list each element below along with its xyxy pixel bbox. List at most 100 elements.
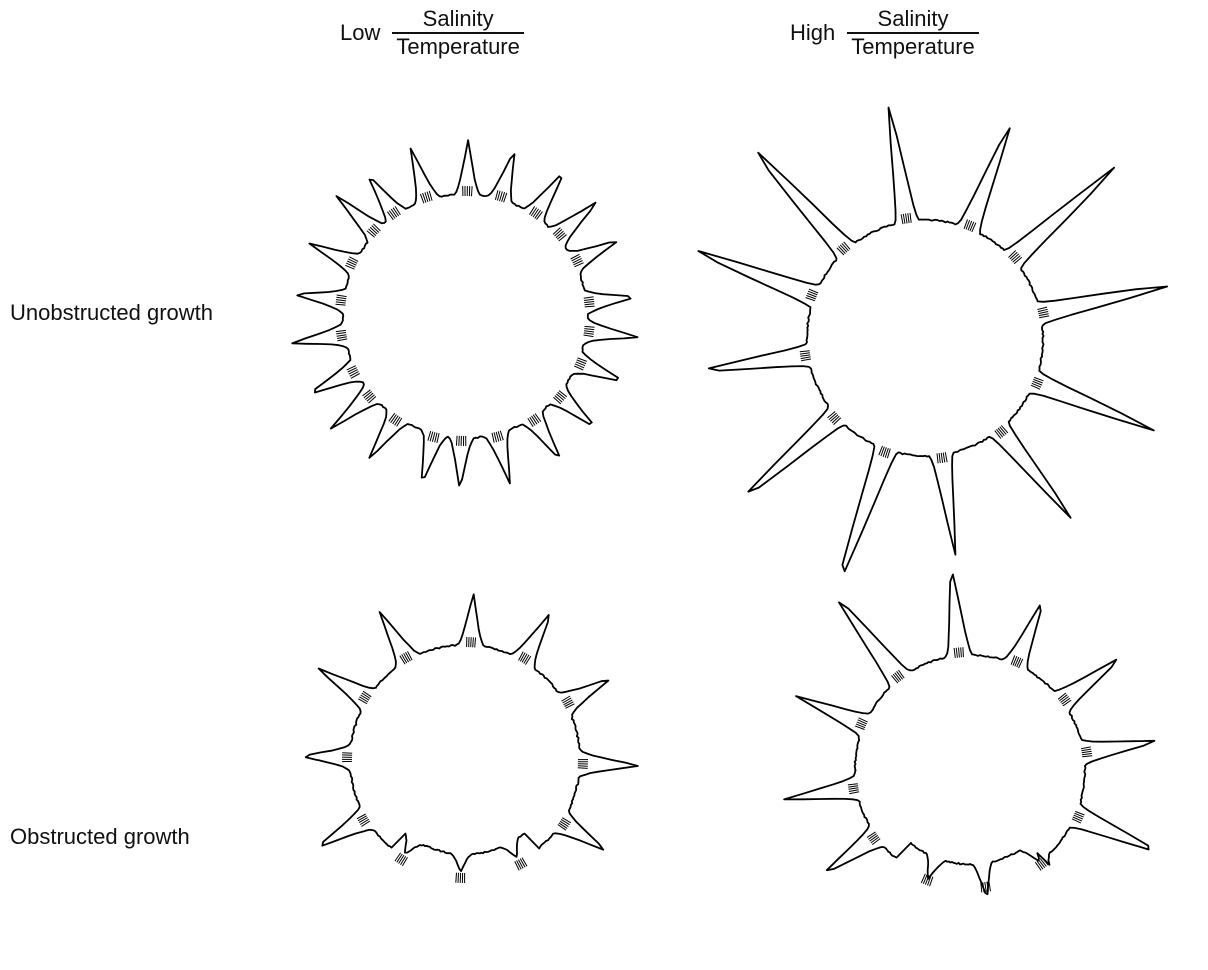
organism-low-obstructed <box>306 594 638 883</box>
spine-base-hatch <box>906 214 908 224</box>
spine-base-hatch <box>473 637 474 647</box>
spine-base-hatch <box>849 790 859 792</box>
spine-base-hatch <box>524 655 529 664</box>
spine-base-hatch <box>1039 314 1049 316</box>
spine-base-hatch <box>1039 316 1049 318</box>
spine-base-hatch <box>533 415 539 423</box>
spine-base-hatch <box>357 814 366 819</box>
spine-base-hatch <box>566 704 575 709</box>
spine-base-hatch <box>336 330 346 331</box>
spine-base-hatch <box>584 297 594 299</box>
organism-high-obstructed <box>784 575 1154 895</box>
spine-base-hatch <box>1072 819 1081 823</box>
spine-base-hatch <box>565 702 574 707</box>
spine-base-hatch <box>389 413 395 421</box>
spine-base-hatch <box>397 418 402 427</box>
spine-base-hatch <box>393 416 399 424</box>
spine-base-hatch <box>337 295 347 297</box>
spine-base-hatch <box>517 861 522 870</box>
spine-base-hatch <box>528 418 533 427</box>
spine-base-hatch <box>562 818 571 823</box>
spine-base-hatch <box>350 372 359 377</box>
spine-base-hatch <box>389 210 395 218</box>
spine-base-hatch <box>395 417 400 425</box>
spine-base-hatch <box>961 647 962 657</box>
spine-base-hatch <box>954 648 955 658</box>
spine-base-hatch <box>531 208 537 216</box>
spine-base-hatch <box>584 333 594 334</box>
spine-base-hatch <box>359 697 368 702</box>
spine-base-hatch <box>849 788 859 790</box>
spine-base-hatch <box>337 335 347 337</box>
spine-base-hatch <box>336 304 346 305</box>
spine-base-hatch <box>520 859 525 868</box>
spine-base-hatch <box>908 213 909 223</box>
spine-base-hatch <box>945 452 947 462</box>
spine-base-hatch <box>901 214 903 224</box>
spine-base-hatch <box>459 436 460 446</box>
spine-base-hatch <box>937 453 938 463</box>
spine-base-hatch <box>584 331 594 332</box>
spine-base-hatch <box>989 881 991 891</box>
spine-base-hatch <box>848 784 858 785</box>
spine-base-hatch <box>1019 659 1023 668</box>
spine-base-hatch <box>435 433 437 443</box>
spine-base-hatch <box>475 638 476 648</box>
spine-base-hatch <box>941 453 942 463</box>
spine-base-hatch <box>800 355 810 356</box>
spine-base-hatch <box>563 698 572 703</box>
spine-base-hatch <box>492 433 494 443</box>
spine-base-hatch <box>564 700 573 705</box>
spine-base-hatch <box>402 655 407 664</box>
spine-base-hatch <box>391 209 397 217</box>
spine-base-hatch <box>359 818 368 823</box>
spine-base-hatch <box>800 351 810 352</box>
spine-base-hatch <box>520 653 525 662</box>
organism-low-unobstructed <box>292 140 637 485</box>
spine-base-hatch <box>518 860 523 869</box>
spine-base-hatch <box>408 651 413 660</box>
spine-base-hatch <box>391 415 397 423</box>
spine-base-hatch <box>400 656 405 665</box>
spine-base-hatch <box>393 208 399 216</box>
spine-base-hatch <box>526 656 531 665</box>
spine-base-hatch <box>559 391 567 397</box>
spine-base-hatch <box>529 206 534 214</box>
spine-base-hatch <box>336 302 346 303</box>
spine-base-hatch <box>578 768 588 769</box>
spine-base-hatch <box>456 436 457 446</box>
spine-base-hatch <box>537 212 543 220</box>
spine-base-hatch <box>336 300 346 301</box>
spine-base-hatch <box>561 819 570 824</box>
spine-base-hatch <box>943 453 945 463</box>
spine-base-hatch <box>959 648 960 658</box>
spine-base-hatch <box>956 648 957 658</box>
spine-base-hatch <box>358 699 367 704</box>
spine-base-hatch <box>801 359 811 361</box>
spine-base-hatch <box>859 718 868 722</box>
spine-base-hatch <box>584 335 594 337</box>
spine-base-hatch <box>363 390 371 396</box>
spine-base-hatch <box>573 258 582 263</box>
organism-outline <box>306 594 638 871</box>
spine-base-hatch <box>358 816 367 821</box>
spine-base-hatch <box>1081 747 1091 749</box>
spine-base-hatch <box>401 856 406 865</box>
spine-base-hatch <box>559 235 567 241</box>
spine-base-hatch <box>1038 312 1048 314</box>
spine-base-hatch <box>535 414 541 422</box>
spine-base-hatch <box>562 696 571 701</box>
spine-base-hatch <box>522 654 527 663</box>
spine-base-hatch <box>471 637 472 647</box>
spine-base-hatch <box>494 432 496 442</box>
spine-base-hatch <box>336 333 346 334</box>
spine-base-hatch <box>387 212 393 220</box>
spine-base-hatch <box>939 453 940 463</box>
spine-base-hatch <box>360 819 369 824</box>
spine-base-hatch <box>530 417 535 425</box>
spine-base-hatch <box>533 209 539 217</box>
organism-outline <box>698 108 1167 572</box>
spine-base-hatch <box>456 873 457 883</box>
spine-base-hatch <box>585 326 595 327</box>
spine-base-hatch <box>351 374 360 379</box>
